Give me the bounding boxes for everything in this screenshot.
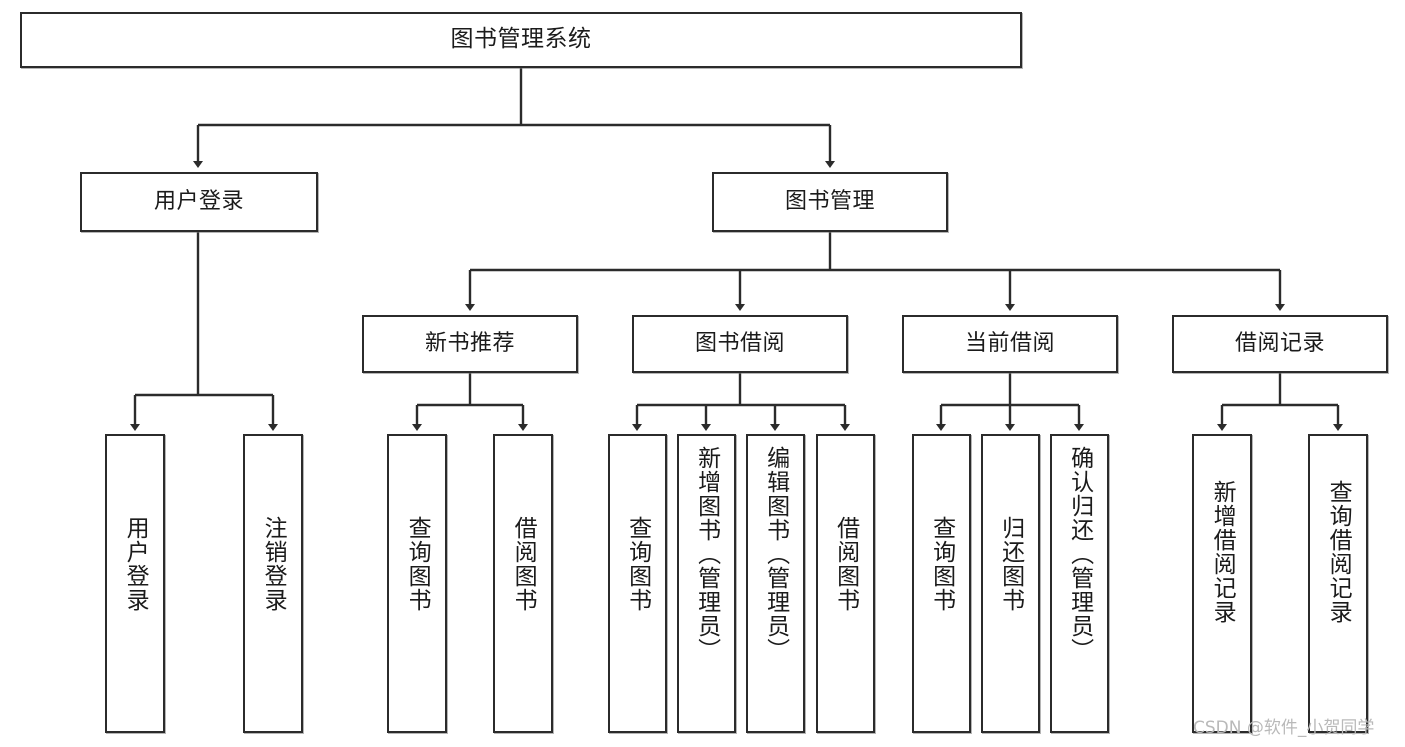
- leaf-user-login[interactable]: 用户登录: [105, 434, 165, 733]
- node-label: 图书借阅: [694, 330, 785, 356]
- leaf-edit-book-admin[interactable]: 编辑图书（管理员）: [746, 434, 805, 733]
- node-label: 确认归还（管理员）: [1066, 446, 1093, 662]
- node-label: 归还图书: [997, 516, 1024, 612]
- leaf-query-books-recommend[interactable]: 查询图书: [387, 434, 447, 733]
- leaf-query-books-borrow[interactable]: 查询图书: [608, 434, 667, 733]
- node-user-login[interactable]: 用户登录: [80, 172, 318, 232]
- leaf-confirm-return-admin[interactable]: 确认归还（管理员）: [1050, 434, 1109, 733]
- node-label: 查询图书: [624, 516, 651, 612]
- node-label: 用户登录: [153, 188, 244, 214]
- csdn-watermark: CSDN @软件_小贺同学: [1193, 718, 1375, 738]
- node-label: 用户登录: [122, 516, 149, 612]
- node-label: 借阅图书: [510, 516, 537, 612]
- node-label: 编辑图书（管理员）: [762, 446, 789, 662]
- node-book-management[interactable]: 图书管理: [712, 172, 948, 232]
- leaf-query-books-current[interactable]: 查询图书: [912, 434, 971, 733]
- leaf-borrow-books-recommend[interactable]: 借阅图书: [493, 434, 553, 733]
- leaf-logout[interactable]: 注销登录: [243, 434, 303, 733]
- node-root-library-system[interactable]: 图书管理系统: [20, 12, 1022, 68]
- node-book-borrow[interactable]: 图书借阅: [632, 315, 848, 373]
- node-label: 查询借阅记录: [1325, 480, 1352, 624]
- node-label: 图书管理: [784, 188, 875, 214]
- leaf-borrow-books[interactable]: 借阅图书: [816, 434, 875, 733]
- node-label: 查询图书: [404, 516, 431, 612]
- node-label: 新增借阅记录: [1209, 480, 1236, 624]
- leaf-add-borrow-record[interactable]: 新增借阅记录: [1192, 434, 1252, 733]
- node-label: 新书推荐: [424, 330, 515, 356]
- node-borrow-record[interactable]: 借阅记录: [1172, 315, 1388, 373]
- node-label: 借阅记录: [1234, 330, 1325, 356]
- node-new-book-recommend[interactable]: 新书推荐: [362, 315, 578, 373]
- node-label: 注销登录: [260, 516, 287, 612]
- node-current-borrow[interactable]: 当前借阅: [902, 315, 1118, 373]
- leaf-return-books[interactable]: 归还图书: [981, 434, 1040, 733]
- node-label: 借阅图书: [832, 516, 859, 612]
- leaf-query-borrow-record[interactable]: 查询借阅记录: [1308, 434, 1368, 733]
- node-label: 查询图书: [928, 516, 955, 612]
- node-label: 当前借阅: [964, 330, 1055, 356]
- node-label: 新增图书（管理员）: [693, 446, 720, 662]
- leaf-add-book-admin[interactable]: 新增图书（管理员）: [677, 434, 736, 733]
- node-label: 图书管理系统: [450, 26, 592, 53]
